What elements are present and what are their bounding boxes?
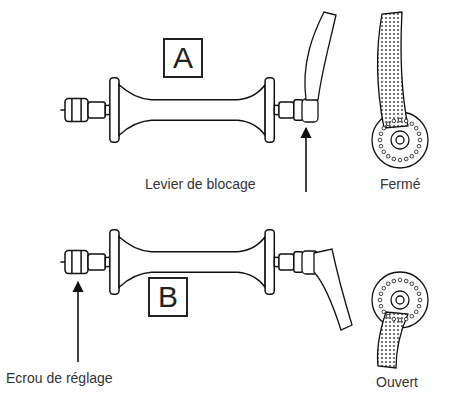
panel-letter: A <box>173 43 193 73</box>
letter-box: A <box>163 38 203 78</box>
letter-box: B <box>148 277 188 317</box>
part-label: Levier de blocage <box>145 176 256 192</box>
part-label: Ouvert <box>376 374 418 390</box>
panel-letter: B <box>158 282 178 312</box>
part-label: Ecrou de réglage <box>6 370 113 386</box>
part-label: Fermé <box>380 176 420 192</box>
